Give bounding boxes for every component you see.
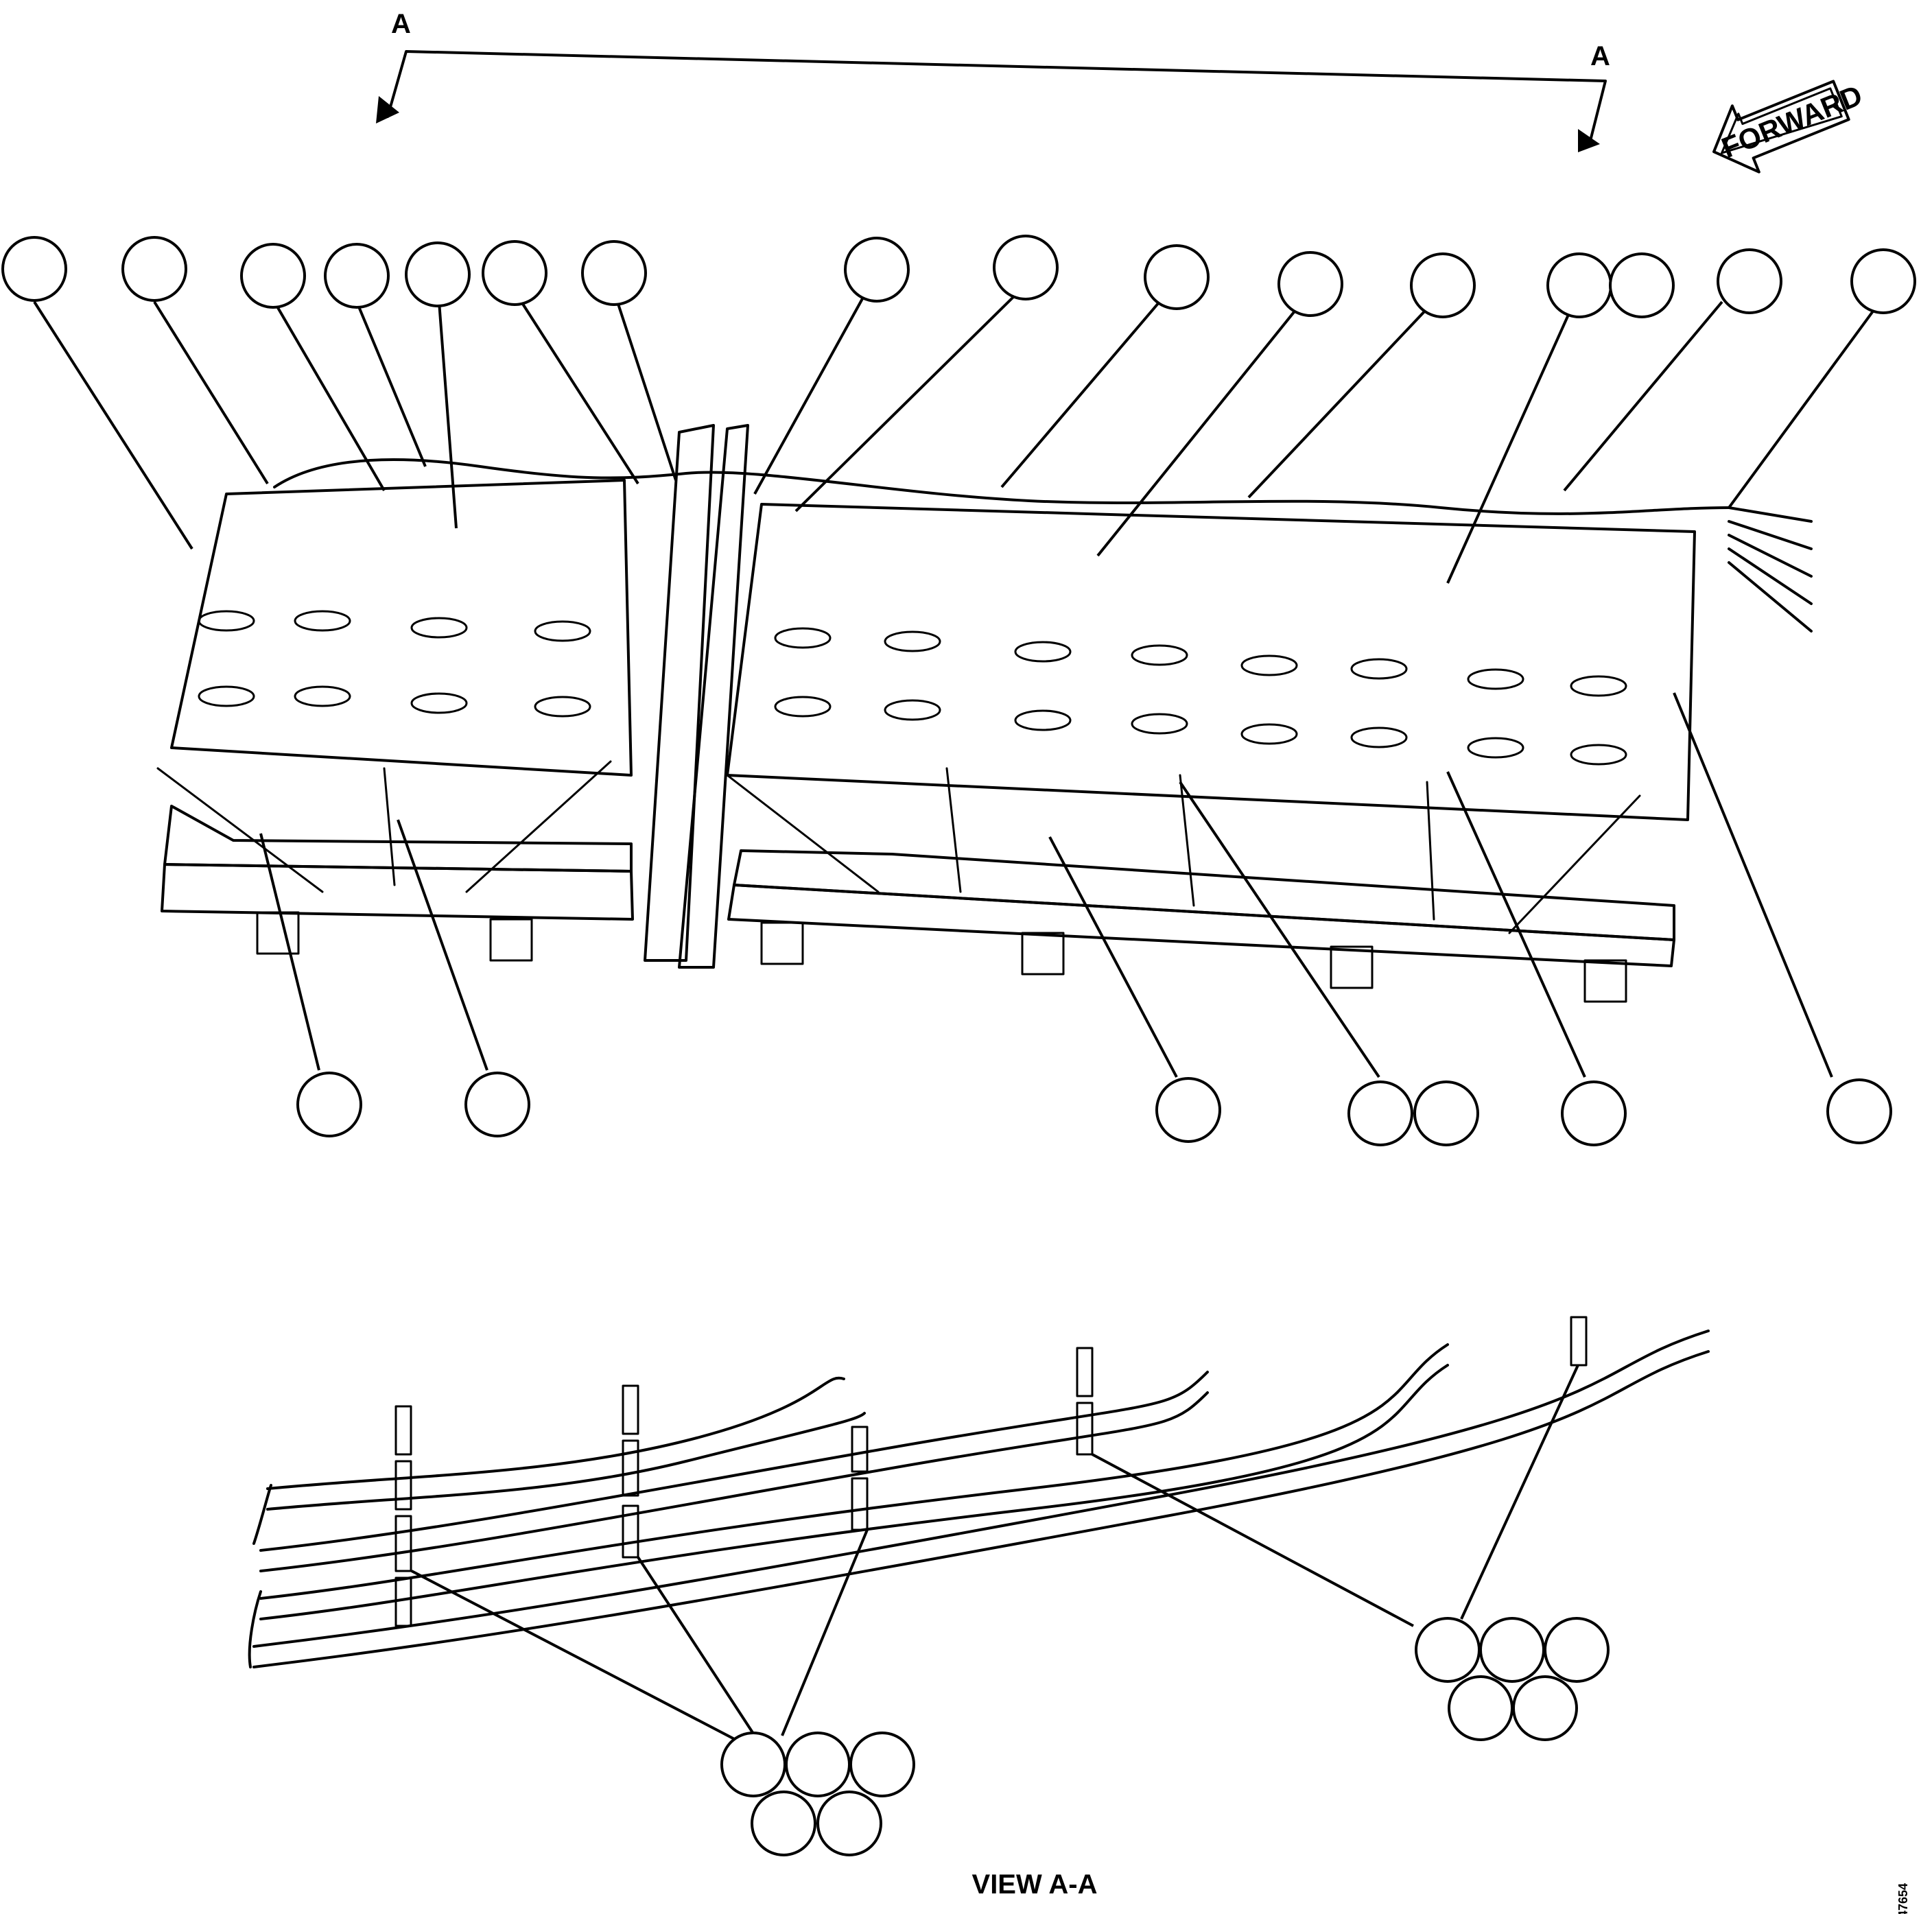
left-tray-wall xyxy=(163,805,633,873)
callout-17 xyxy=(296,1072,362,1137)
callout-7 xyxy=(581,240,647,306)
callout-1 xyxy=(1,236,67,302)
section-label-left: A xyxy=(391,9,411,39)
battery-assembly xyxy=(156,424,1813,1003)
hold-down-rods xyxy=(156,760,1641,934)
callout-32 xyxy=(1448,1675,1513,1741)
callout-25 xyxy=(785,1732,851,1797)
callout-33 xyxy=(1512,1675,1578,1741)
left-battery-group-top xyxy=(170,479,633,777)
callout-28 xyxy=(816,1791,882,1856)
callout-2 xyxy=(121,236,187,302)
callout-18 xyxy=(464,1072,530,1137)
callout-19 xyxy=(1155,1077,1221,1143)
vent-caps xyxy=(198,610,1627,766)
callout-22 xyxy=(1561,1080,1627,1146)
callout-21 xyxy=(1413,1080,1479,1146)
callout-30 xyxy=(1479,1617,1545,1683)
callout-31 xyxy=(1544,1617,1610,1683)
center-support-bracket xyxy=(644,424,715,962)
callout-11 xyxy=(1277,251,1343,317)
forward-arrow: FORWARD xyxy=(1712,79,1867,174)
cable-clamps xyxy=(394,1316,1588,1627)
callout-8 xyxy=(844,237,910,303)
figure-id: 47654 xyxy=(1896,1883,1910,1914)
callout-29 xyxy=(1415,1617,1481,1683)
callout-15 xyxy=(1717,248,1782,314)
callout-13 xyxy=(1546,252,1612,318)
mount-feet xyxy=(256,911,1627,1003)
right-tray-wall xyxy=(733,849,1675,941)
callout-5 xyxy=(405,241,471,307)
callout-16 xyxy=(1850,248,1916,314)
section-line-a-a: A A xyxy=(376,9,1610,152)
callout-10 xyxy=(1144,244,1210,310)
view-caption: VIEW A-A xyxy=(972,1869,1098,1900)
section-label-right: A xyxy=(1590,41,1610,71)
left-battery-tray xyxy=(161,863,634,921)
section-arrow-right-head xyxy=(1578,129,1600,152)
callout-23 xyxy=(1826,1078,1892,1144)
view-a-a-cable-bundle xyxy=(248,1316,1710,1856)
callout-14 xyxy=(1609,252,1675,318)
callout-3 xyxy=(240,243,306,309)
callout-20 xyxy=(1347,1080,1413,1146)
callout-6 xyxy=(482,240,547,306)
callout-26 xyxy=(849,1732,915,1797)
callout-12 xyxy=(1410,252,1476,318)
section-arrow-left-head xyxy=(376,96,399,123)
callout-4 xyxy=(324,243,390,309)
cable-harness-top xyxy=(273,458,1730,515)
callout-group-top xyxy=(1,235,1916,584)
callout-9 xyxy=(993,235,1059,300)
callout-27 xyxy=(751,1791,816,1856)
right-battery-group-top xyxy=(726,503,1696,821)
center-support-bracket-2 xyxy=(678,424,749,969)
callout-24 xyxy=(720,1732,786,1797)
callout-group-bottom xyxy=(259,692,1892,1146)
